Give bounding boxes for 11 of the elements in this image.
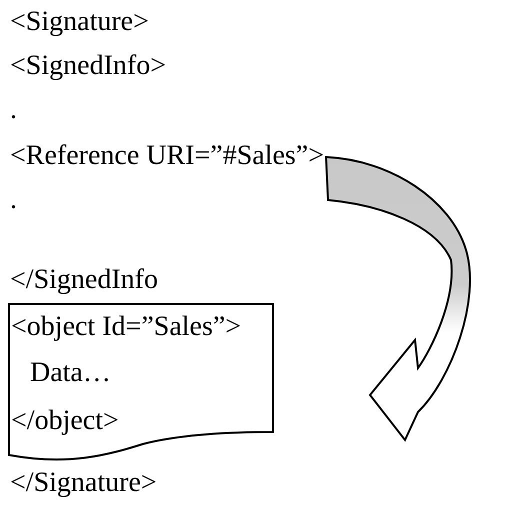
curved-block-arrow: [325, 156, 471, 441]
code-line: </SignedInfo: [10, 266, 158, 294]
code-line: </Signature>: [10, 469, 157, 497]
code-line: .: [10, 96, 17, 124]
code-line: Data…: [30, 359, 111, 387]
code-line: <SignedInfo>: [10, 52, 166, 80]
code-line: <Signature>: [10, 8, 149, 36]
code-line: .: [10, 186, 17, 214]
code-line: <Reference URI=”#Sales”>: [10, 142, 324, 170]
code-line: </object>: [11, 407, 119, 435]
code-line: <object Id=”Sales”>: [11, 313, 242, 341]
